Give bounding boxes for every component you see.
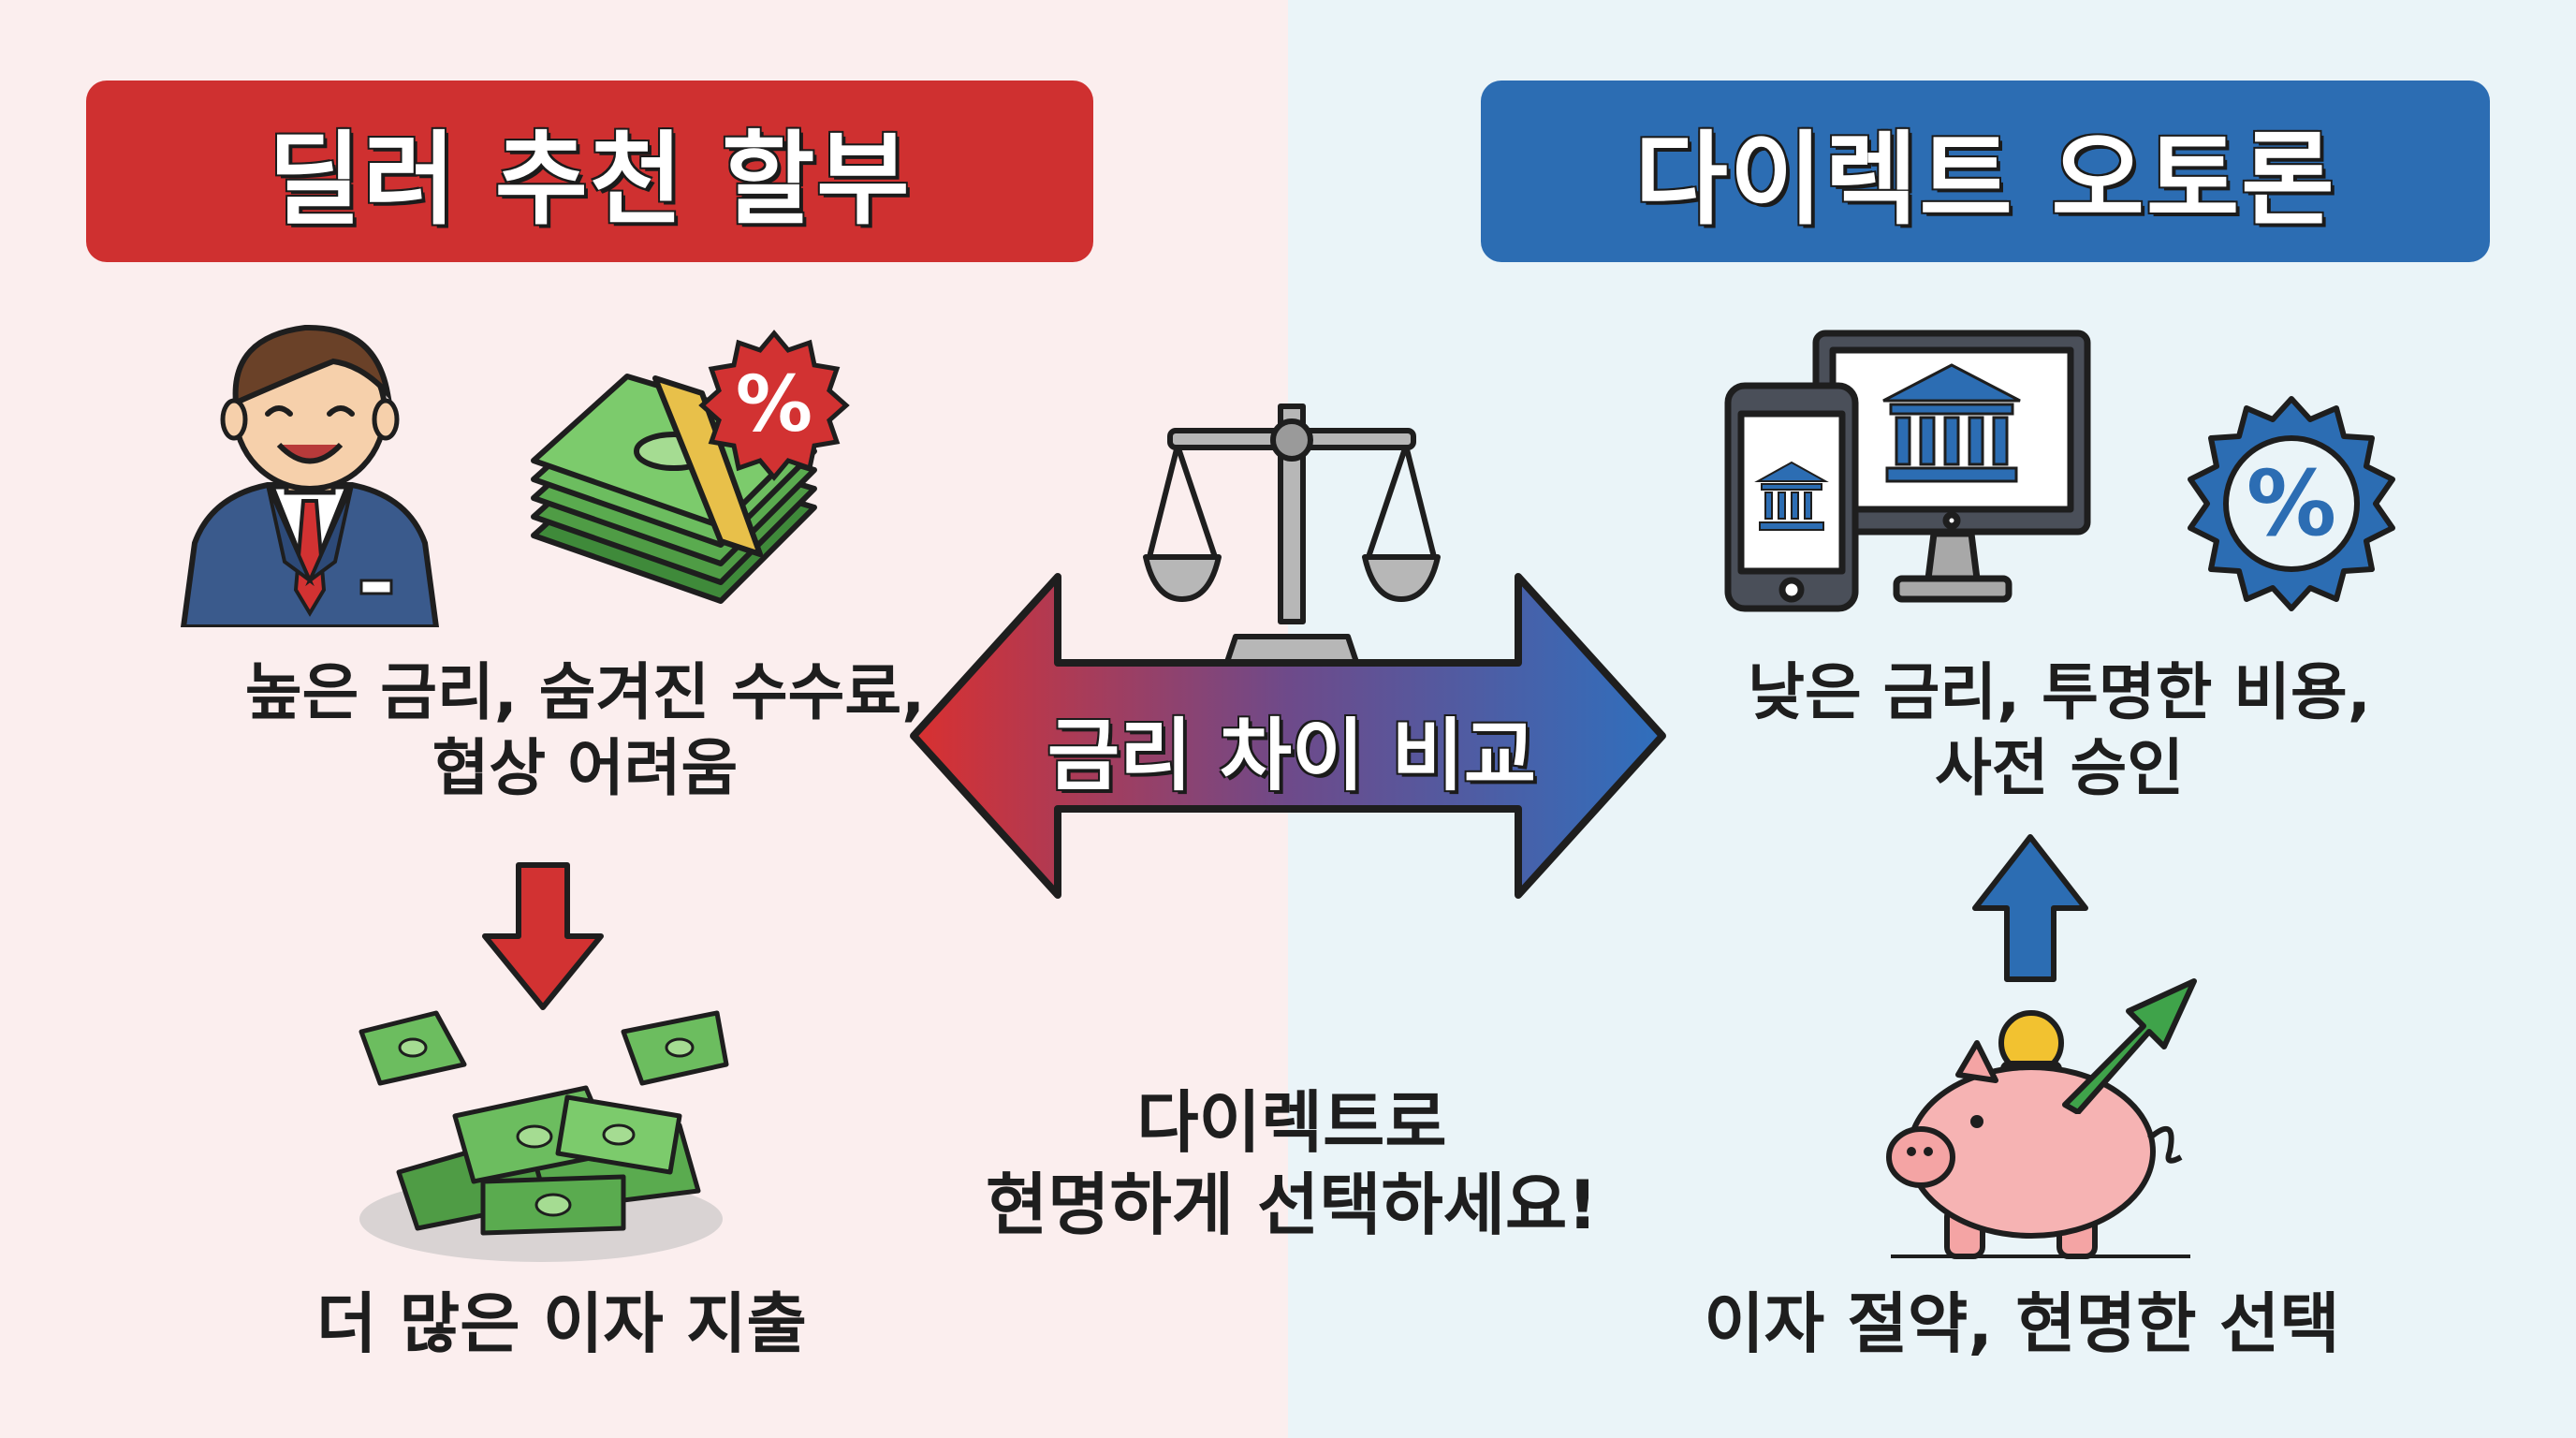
money-pile-icon bbox=[343, 994, 749, 1275]
center-message-line2: 현명하게 선택하세요! bbox=[985, 1165, 1599, 1244]
rate-comparison-label: 금리 차이 비교 bbox=[1046, 710, 1537, 801]
bank-devices-icon bbox=[1722, 324, 2097, 620]
center-message-line1: 다이렉트로 bbox=[1136, 1083, 1447, 1162]
growth-arrow-icon bbox=[2056, 974, 2202, 1114]
direct-auto-loan-title: 다이렉트 오토론 bbox=[1481, 81, 2490, 262]
dealer-financing-title: 딜러 추천 할부 bbox=[86, 81, 1093, 262]
up-arrow-icon bbox=[1969, 831, 2091, 985]
direct-loan-benefits-caption: 낮은 금리, 투명한 비용, 사전 승인 bbox=[1629, 655, 2490, 806]
percent-badge-label: % bbox=[735, 360, 813, 449]
save-interest-caption: 이자 절약, 현명한 선택 bbox=[1704, 1285, 2340, 1362]
center-message: 다이렉트로 현명하게 선택하세요! bbox=[917, 1082, 1666, 1247]
piggy-bank-icon bbox=[1872, 974, 2209, 1269]
double-arrow-icon bbox=[906, 569, 1670, 902]
more-interest-caption: 더 많은 이자 지출 bbox=[316, 1285, 807, 1362]
percent-badge-icon: % bbox=[698, 330, 850, 481]
percent-gear-badge-label: % bbox=[2246, 451, 2337, 556]
dealer-caption-line1: 높은 금리, 숨겨진 수수료, bbox=[244, 656, 926, 728]
dealer-person-icon bbox=[174, 309, 446, 627]
dealer-drawbacks-caption: 높은 금리, 숨겨진 수수료, 협상 어려움 bbox=[94, 655, 1076, 806]
dealer-caption-line2: 협상 어려움 bbox=[432, 731, 739, 804]
direct-caption-line1: 낮은 금리, 투명한 비용, bbox=[1748, 656, 2371, 728]
balance-scale-icon bbox=[1142, 393, 1442, 674]
direct-caption-line2: 사전 승인 bbox=[1935, 731, 2184, 804]
down-arrow-icon bbox=[479, 859, 607, 1013]
percent-gear-badge-icon: % bbox=[2181, 393, 2402, 614]
